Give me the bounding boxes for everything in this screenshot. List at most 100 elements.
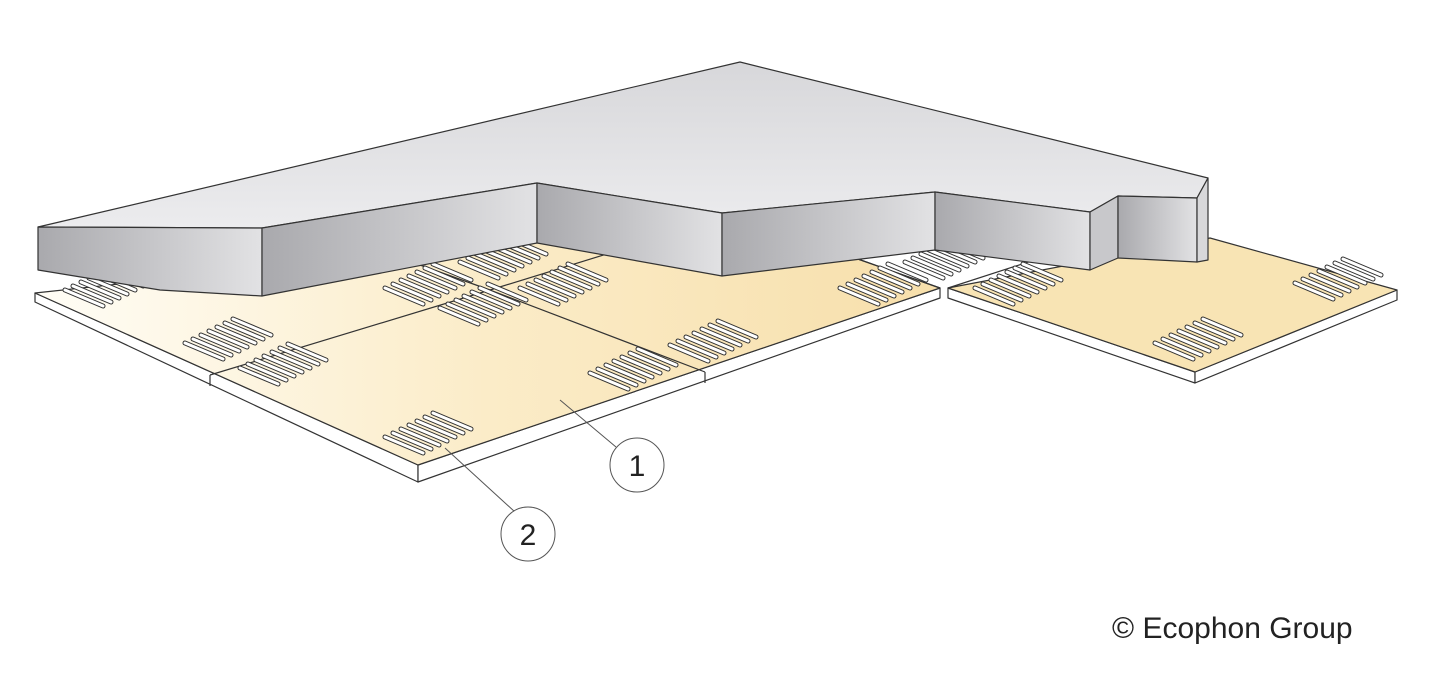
clip-rod [407, 274, 449, 294]
clip-rod [391, 282, 433, 302]
clip-rod [700, 327, 742, 347]
clip-rod [886, 262, 928, 282]
clip-rod [1317, 269, 1359, 289]
clip-rod [407, 423, 449, 443]
clip-rod [399, 427, 441, 447]
clip-rod [862, 274, 904, 294]
clip-rod [458, 260, 500, 280]
clip-rod [973, 286, 1015, 306]
clip-rod [383, 435, 425, 455]
clip-rod [454, 298, 496, 318]
clip-rod [423, 415, 465, 435]
clip-rod [462, 294, 504, 314]
clip-rod [415, 419, 457, 439]
clip-group [837, 261, 929, 307]
clip-rod [1325, 265, 1367, 285]
clip-rod [588, 371, 630, 391]
clip-rod [79, 280, 121, 300]
clip-rod [71, 284, 113, 304]
clip-rod [1201, 317, 1243, 337]
clip-rod [446, 302, 488, 322]
callout-1: 1 [559, 399, 665, 493]
clip-rod [846, 282, 888, 302]
clip-rod [878, 266, 920, 286]
clip-group [382, 410, 474, 456]
clip-rod [692, 331, 734, 351]
clip-rod [716, 319, 758, 339]
copyright-notice: © Ecophon Group [1112, 612, 1353, 645]
clip-rod [604, 363, 646, 383]
clip-rod [518, 286, 560, 306]
clip-rod [684, 335, 726, 355]
clip-group [182, 316, 274, 362]
clip-rod [199, 333, 241, 353]
clip-rod [399, 278, 441, 298]
clip-rod [1341, 257, 1383, 277]
clip-group [437, 281, 529, 327]
clip-group [587, 346, 679, 392]
clip-rod [470, 290, 512, 310]
clip-rod [550, 270, 592, 290]
slab-face [37, 226, 263, 297]
clip-rod [612, 359, 654, 379]
clip-group [517, 261, 609, 307]
clip-rod [1021, 262, 1063, 282]
clip-rod [1013, 266, 1055, 286]
clip-rod [668, 343, 710, 363]
clip-group [1152, 316, 1244, 362]
clip-rod [919, 252, 961, 272]
slab-face [1117, 195, 1198, 263]
clip-group [382, 261, 474, 307]
clip-rod [415, 270, 457, 290]
clip-rod [1177, 329, 1219, 349]
clip-groups [62, 235, 1384, 456]
clip-rod [708, 323, 750, 343]
clip-rod [989, 278, 1031, 298]
clip-group [237, 341, 329, 387]
clip-group [667, 318, 759, 364]
clip-rod [534, 278, 576, 298]
clip-rod [1309, 273, 1351, 293]
clip-rod [254, 358, 296, 378]
clip-rod [1005, 270, 1047, 290]
clip-rod [391, 431, 433, 451]
clip-rod [270, 350, 312, 370]
clip-rod [223, 321, 265, 341]
clip-rod [431, 411, 473, 431]
clip-rod [1293, 281, 1335, 301]
clip-rod [474, 252, 516, 272]
clip-rod [997, 274, 1039, 294]
clip-rod [526, 282, 568, 302]
clip-rod [486, 282, 528, 302]
callout-2: 2 [444, 447, 556, 562]
clip-rod [1333, 261, 1375, 281]
clip-rod [183, 341, 225, 361]
clip-rod [238, 366, 280, 386]
callout-label-2: 2 [520, 519, 537, 552]
clip-rod [1169, 333, 1211, 353]
clip-rod [87, 276, 129, 296]
clip-rod [628, 351, 670, 371]
clip-rod [870, 270, 912, 290]
concrete-slab [37, 61, 1209, 297]
clip-rod [231, 317, 273, 337]
clip-rod [438, 306, 480, 326]
clip-rod [542, 274, 584, 294]
clip-rod [676, 339, 718, 359]
clip-group [1292, 256, 1384, 302]
clip-group [972, 261, 1064, 307]
clip-rod [262, 354, 304, 374]
clip-rod [431, 262, 473, 282]
clip-rod [1185, 325, 1227, 345]
clip-rod [482, 248, 524, 268]
clip-rod [838, 286, 880, 306]
clip-rod [636, 347, 678, 367]
slab-face [1196, 177, 1209, 263]
clip-rod [911, 256, 953, 276]
clip-rod [596, 367, 638, 387]
clip-rod [566, 262, 608, 282]
clip-rod [466, 256, 508, 276]
clip-rod [1193, 321, 1235, 341]
